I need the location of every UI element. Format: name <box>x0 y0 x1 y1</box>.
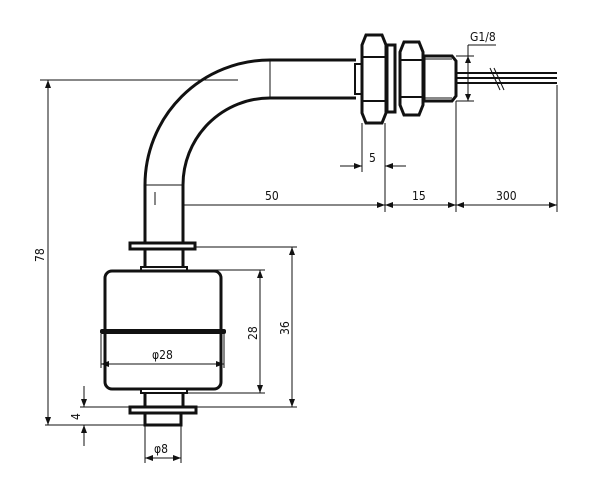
stem-diameter-label: φ8 <box>154 442 168 456</box>
total-height-dimension: 78 <box>33 79 238 426</box>
length-15-label: 15 <box>412 189 426 203</box>
stem-diameter-dimension: φ8 <box>144 425 182 463</box>
float-assembly <box>100 241 226 427</box>
thread-dimension: G1/8 <box>456 30 496 102</box>
thread-label: G1/8 <box>470 30 496 44</box>
float-height-label: 28 <box>246 326 260 340</box>
tip-dimension: 4 <box>69 386 130 446</box>
horizontal-dimensions: 50 15 300 <box>183 85 558 212</box>
float-diameter-dimension: φ28 <box>100 334 225 368</box>
vertical-float-dimensions: 28 36 <box>187 246 297 408</box>
threaded-fitting <box>354 33 458 125</box>
nut-width-dimension: 5 <box>340 123 406 212</box>
total-height-label: 78 <box>33 248 47 262</box>
nut-width-label: 5 <box>369 151 376 165</box>
length-50-label: 50 <box>265 189 279 203</box>
float-diameter-label: φ28 <box>152 348 173 362</box>
length-300-label: 300 <box>496 189 517 203</box>
cable-wires <box>457 67 557 91</box>
bent-tube <box>143 58 356 247</box>
tip-label: 4 <box>69 413 83 420</box>
washer-spacing-label: 36 <box>278 321 292 335</box>
